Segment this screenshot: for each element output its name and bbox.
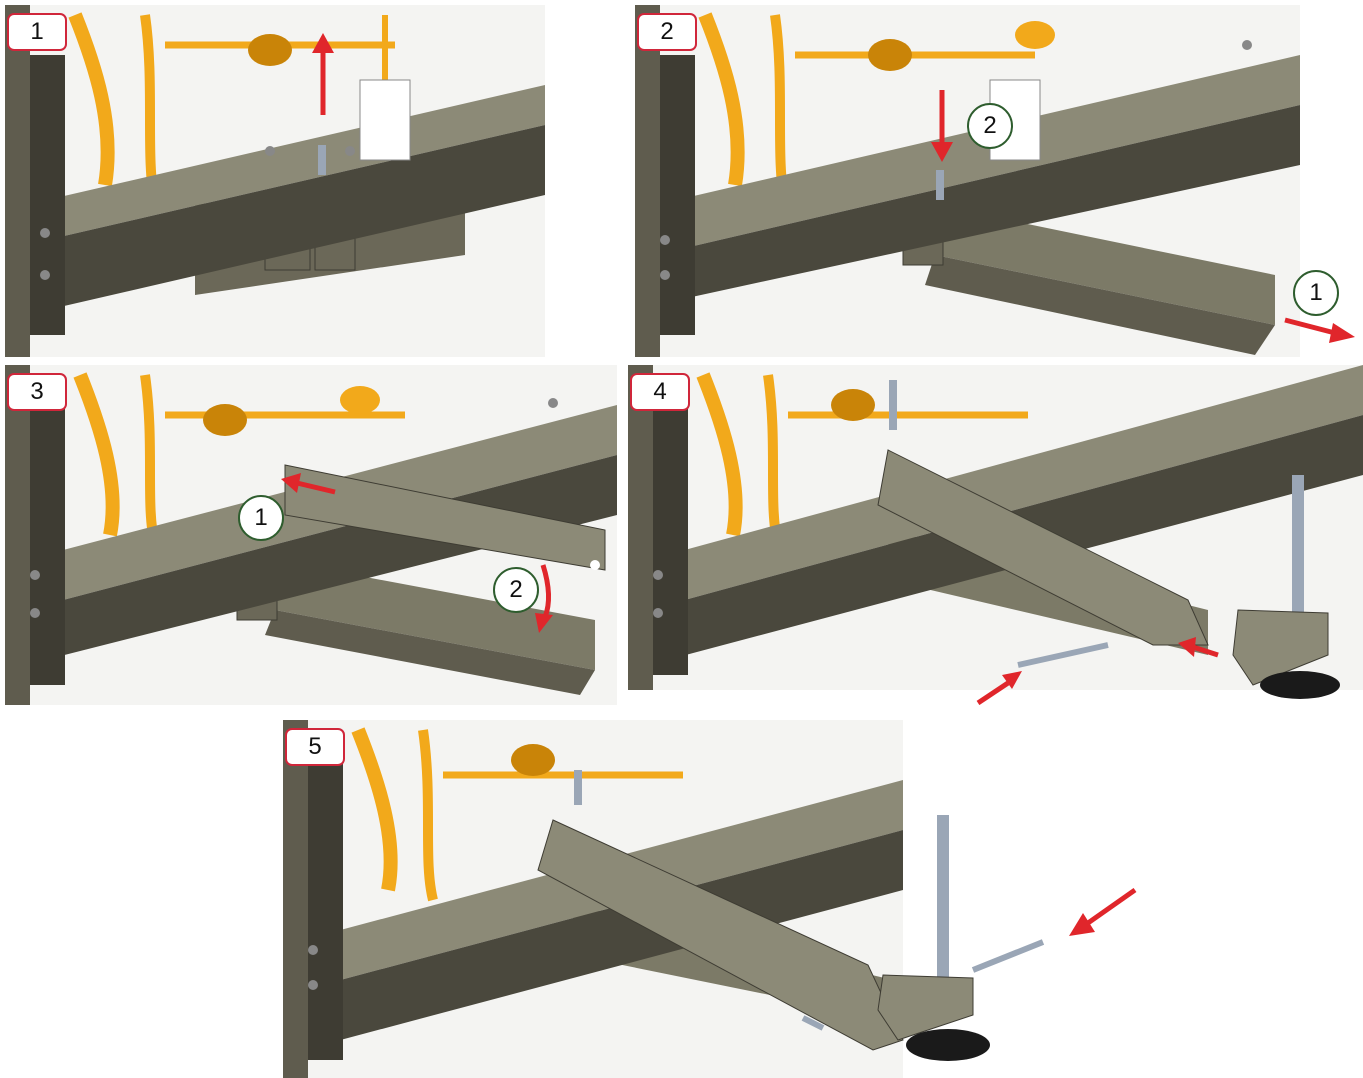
step-number-badge: 1 <box>7 13 67 51</box>
red-arrow-icon <box>281 473 553 633</box>
step-5-illustration <box>283 720 1045 1078</box>
step-number-badge: 2 <box>637 13 697 51</box>
callout-2: 2 <box>493 567 539 613</box>
step-5-panel: 5 <box>283 720 1153 1078</box>
step-2-illustration <box>635 5 1300 357</box>
red-arrow-icon <box>931 90 1355 343</box>
step-1-panel: 1 <box>5 5 545 357</box>
red-arrow-icon <box>976 637 1219 705</box>
step-3-panel: 3 1 2 <box>5 365 617 705</box>
step-4-illustration <box>628 365 1363 699</box>
red-arrow-icon <box>312 33 334 115</box>
callout-1: 1 <box>1293 270 1339 316</box>
step-number-badge: 4 <box>630 373 690 411</box>
callout-1: 1 <box>238 495 284 541</box>
step-1-illustration <box>5 5 545 357</box>
step-2-panel: 2 2 1 <box>635 5 1363 357</box>
step-4-panel: 4 <box>628 365 1363 705</box>
step-3-illustration <box>5 365 617 705</box>
step-number-badge: 3 <box>7 373 67 411</box>
step-number-badge: 5 <box>285 728 345 766</box>
callout-2: 2 <box>967 103 1013 149</box>
red-arrow-icon <box>1069 887 1137 936</box>
